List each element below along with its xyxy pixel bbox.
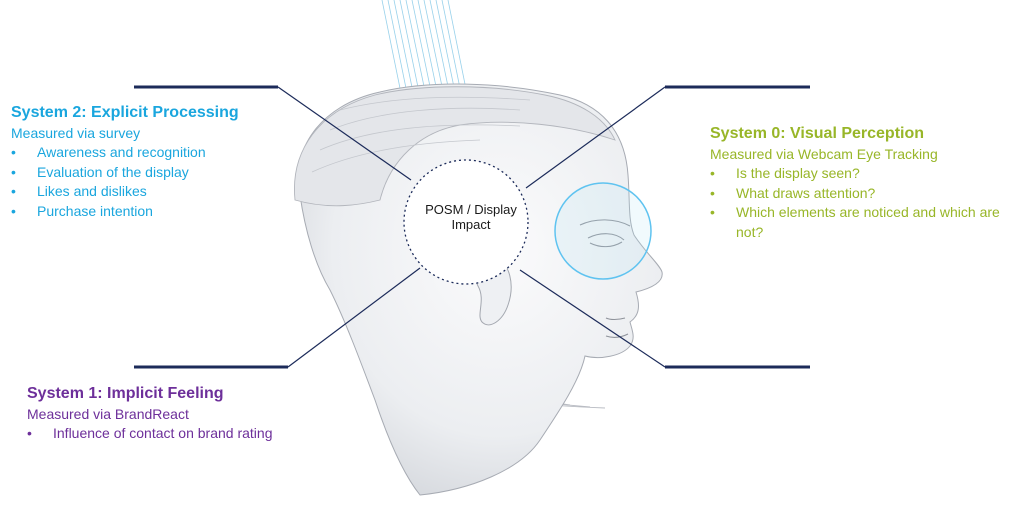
system1-list: Influence of contact on brand rating	[27, 424, 327, 444]
list-item: Awareness and recognition	[11, 143, 271, 163]
system1-panel: System 1: Implicit Feeling Measured via …	[27, 384, 327, 444]
list-item: What draws attention?	[710, 184, 1010, 204]
eye-highlight-ring	[554, 182, 652, 280]
list-item: Influence of contact on brand rating	[27, 424, 327, 444]
system0-title: System 0: Visual Perception	[710, 125, 925, 142]
hair-shape	[294, 86, 616, 207]
system1-subtitle: Measured via BrandReact	[27, 406, 189, 422]
system0-list: Is the display seen? What draws attentio…	[710, 164, 1010, 242]
list-item: Purchase intention	[11, 202, 271, 222]
system1-title: System 1: Implicit Feeling	[27, 385, 224, 402]
leader-lines	[134, 85, 810, 369]
list-item: Which elements are noticed and which are…	[710, 203, 1010, 242]
system0-subtitle: Measured via Webcam Eye Tracking	[710, 146, 938, 162]
system0-panel: System 0: Visual Perception Measured via…	[710, 124, 1010, 242]
scan-lines	[381, 0, 469, 100]
list-item: Evaluation of the display	[11, 163, 271, 183]
system2-title: System 2: Explicit Processing	[11, 104, 239, 121]
list-item: Likes and dislikes	[11, 182, 271, 202]
system2-list: Awareness and recognition Evaluation of …	[11, 143, 271, 221]
center-label: POSM / Display Impact	[425, 202, 517, 232]
list-item: Is the display seen?	[710, 164, 1010, 184]
center-circle	[403, 159, 529, 285]
system2-subtitle: Measured via survey	[11, 125, 141, 141]
system2-panel: System 2: Explicit Processing Measured v…	[11, 103, 271, 221]
